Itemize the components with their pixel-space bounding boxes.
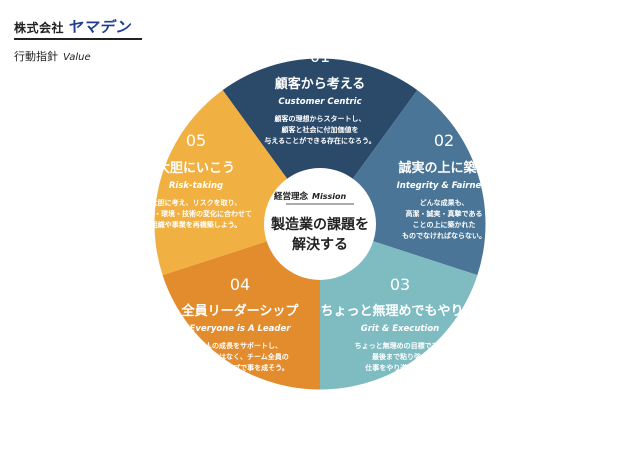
page-title-en: Value	[63, 52, 91, 63]
value-02-en: Integrity & Fairness	[397, 181, 492, 191]
value-03-title: ちょっと無理めでもやり抜く	[320, 303, 489, 319]
value-05-title: 大胆にいこう	[157, 160, 235, 176]
value-05-number: 05	[186, 131, 206, 150]
header-divider	[14, 38, 142, 40]
value-04-en: Everyone is A Leader	[190, 324, 292, 334]
value-01-desc-1: 顧客の理想からスタートし、	[275, 114, 366, 123]
value-04-number: 04	[230, 275, 250, 294]
value-04-desc-3: リーダーシップで事を成そう。	[191, 363, 288, 372]
value-02-title: 誠実の上に築く	[398, 160, 489, 176]
brand-prefix: 株式会社	[14, 21, 65, 35]
value-01-desc-2: 顧客と社会に付加価値を	[282, 125, 359, 134]
value-05-desc-3: 組織や事業を再構築しよう。	[151, 220, 242, 229]
value-01-number: 01	[310, 47, 330, 66]
value-02-desc-1: どんな成果も、	[420, 198, 469, 207]
segment-01	[222, 58, 418, 224]
mission-line-2: 解決する	[292, 236, 348, 253]
value-04-desc-1: 個人の成長をサポートし、	[197, 341, 282, 350]
value-05-desc-2: 社会・環境・技術の変化に合わせて	[139, 209, 252, 218]
mission-label-en: Mission	[312, 192, 346, 201]
value-05-desc-1: 大胆に考え、リスクを取り、	[151, 198, 242, 207]
mission-label: 経営理念	[274, 191, 309, 202]
value-03-desc-3: 仕事をやり遂げよう。	[364, 363, 435, 372]
value-02-desc-3: ことの上に築かれた	[413, 220, 476, 229]
value-01-desc-3: 与えることができる存在になろう。	[264, 136, 375, 145]
segment-04	[162, 224, 320, 390]
value-03-desc-1: ちょっと無理めの目標でも、	[355, 341, 446, 350]
value-03-en: Grit & Execution	[361, 324, 440, 334]
value-03-number: 03	[390, 275, 410, 294]
company-logo: 株式会社 ヤマデン	[14, 16, 144, 36]
value-02-desc-4: ものでなければならない。	[402, 231, 486, 240]
page-title-jp: 行動指針	[14, 50, 58, 63]
value-04-title: 全員リーダーシップ	[181, 303, 300, 319]
segment-03	[320, 224, 478, 390]
value-01-en: Customer Centric	[278, 97, 361, 107]
mission-line-1: 製造業の課題を	[270, 216, 369, 233]
value-02-desc-2: 高潔・誠実・真摯である	[406, 209, 483, 218]
mission-circle	[264, 168, 376, 280]
value-01-title: 顧客から考える	[275, 76, 366, 92]
page-title: 行動指針 Value	[14, 48, 144, 64]
header: 株式会社 ヤマデン 行動指針 Value	[14, 16, 144, 64]
value-04-desc-2: ひとりではなく、チーム全員の	[191, 352, 289, 361]
value-03-desc-2: 最後まで粘り強く	[372, 352, 428, 361]
brand-name: ヤマデン	[67, 18, 132, 36]
value-05-en: Risk-taking	[169, 181, 223, 191]
value-02-number: 02	[434, 131, 454, 150]
